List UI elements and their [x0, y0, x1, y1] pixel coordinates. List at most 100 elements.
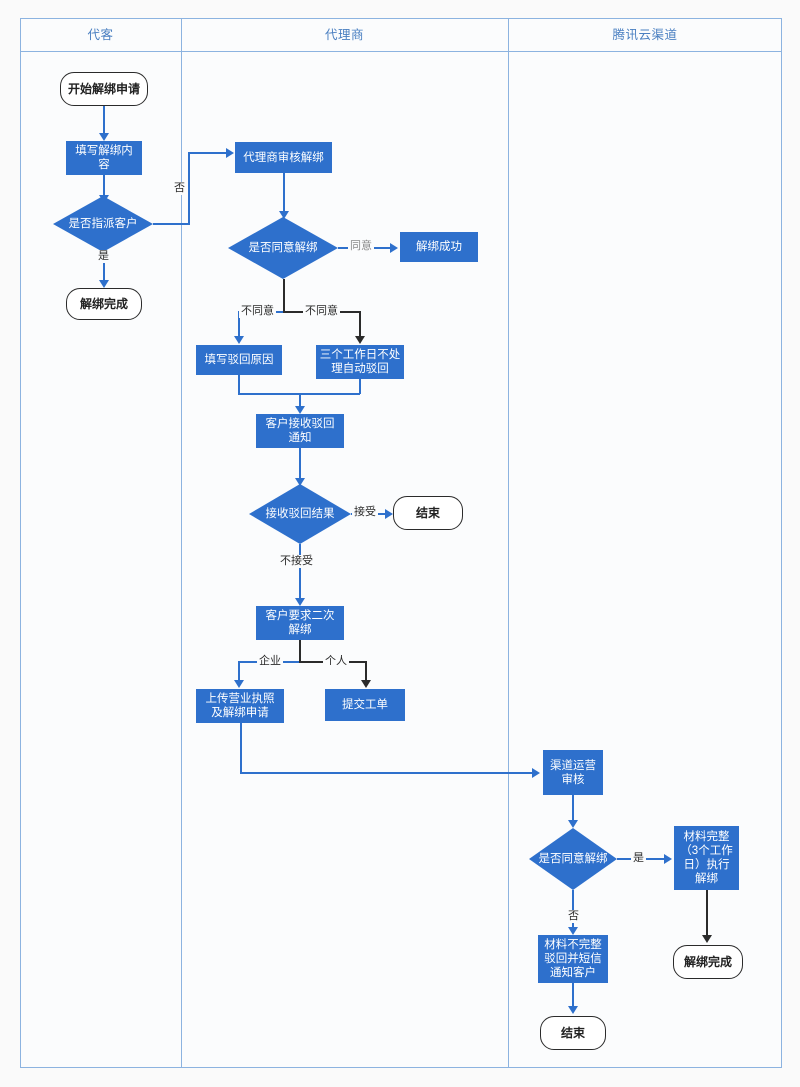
- arrow-assign-no: [226, 148, 234, 158]
- node-end-agent[interactable]: 结束: [393, 496, 463, 530]
- edge-label-disagree-left: 不同意: [239, 305, 276, 318]
- lane-divider-2: [508, 18, 509, 1068]
- edge-label-no-tencent: 否: [566, 910, 581, 923]
- arrow-individual: [361, 680, 371, 688]
- arrow-disagree-left: [234, 336, 244, 344]
- lane-title-agent: 代理商: [324, 28, 364, 42]
- node-assign-customer-label: 是否指派客户: [68, 218, 138, 230]
- node-material-complete-line3: 日）执行: [683, 859, 730, 871]
- lane-divider-1: [181, 18, 182, 1068]
- edge-disagree-right-v: [359, 311, 361, 339]
- lane-title-customer: 代客: [87, 28, 114, 42]
- arrow-assign-yes: [99, 280, 109, 288]
- arrow-incomplete-to-end: [568, 1006, 578, 1014]
- edge-not-accept: [299, 544, 301, 600]
- edge-start-to-fill: [103, 106, 105, 135]
- edge-label-disagree-right: 不同意: [303, 305, 340, 318]
- node-unbind-success[interactable]: 解绑成功: [400, 232, 478, 262]
- node-channel-review-line1: 渠道运营: [550, 759, 596, 772]
- arrow-tencent-yes: [664, 854, 672, 864]
- node-agree-unbind2-label: 是否同意解绑: [538, 853, 608, 865]
- edge-agree-no-stem: [283, 279, 285, 312]
- swimlane-frame: [20, 18, 782, 1068]
- node-auto-reject-line1: 三个工作日不处: [319, 349, 401, 361]
- node-material-incomplete-line2: 驳回并短信: [544, 953, 602, 965]
- edge-material-to-done: [706, 890, 708, 938]
- node-channel-review-line2: 审核: [561, 773, 585, 786]
- node-upload-license-line2: 及解绑申请: [211, 707, 269, 719]
- edge-disagree-left-v: [238, 311, 240, 339]
- node-material-incomplete-line3: 通知客户: [550, 967, 596, 979]
- edge-label-yes-assign: 是: [96, 250, 111, 263]
- arrow-accept: [385, 509, 393, 519]
- arrow-tencent-no: [568, 927, 578, 935]
- node-fill-reject-reason[interactable]: 填写驳回原因: [196, 345, 282, 375]
- edge-label-agree: 同意: [348, 240, 374, 253]
- node-material-incomplete[interactable]: 材料不完整 驳回并短信 通知客户: [538, 935, 608, 983]
- node-customer-notice-line1: 客户接收驳回: [265, 418, 335, 430]
- node-second-unbind-line1: 客户要求二次: [265, 610, 335, 622]
- edge-label-accept: 接受: [352, 506, 378, 519]
- node-auto-reject[interactable]: 三个工作日不处 理自动驳回: [316, 345, 404, 379]
- arrow-to-channel: [532, 768, 540, 778]
- arrow-material-to-done: [702, 935, 712, 943]
- node-reject-result-label: 接收驳回结果: [265, 508, 335, 520]
- arrow-not-accept: [295, 598, 305, 606]
- node-assign-customer[interactable]: 是否指派客户: [53, 196, 153, 252]
- node-agent-review[interactable]: 代理商审核解绑: [235, 142, 332, 173]
- node-end-tencent[interactable]: 结束: [540, 1016, 606, 1050]
- arrow-notice-to-result: [295, 478, 305, 486]
- node-unbind-done-right[interactable]: 解绑完成: [673, 945, 743, 979]
- node-channel-review[interactable]: 渠道运营 审核: [543, 750, 603, 795]
- arrow-start-to-fill: [99, 133, 109, 141]
- arrow-reject-merge: [295, 406, 305, 414]
- edge-label-no-assign: 否: [172, 182, 187, 195]
- node-agree-unbind-label: 是否同意解绑: [248, 242, 318, 254]
- node-material-complete-line2: （3个工作: [680, 845, 733, 857]
- node-customer-notice-line2: 通知: [288, 432, 312, 444]
- edge-second-stem: [299, 640, 301, 662]
- edge-to-channel-h: [240, 772, 534, 774]
- node-unbind-done-left[interactable]: 解绑完成: [66, 288, 142, 320]
- node-reject-result[interactable]: 接收驳回结果: [249, 484, 351, 544]
- edge-individual-v: [365, 661, 367, 683]
- arrow-disagree-right: [355, 336, 365, 344]
- node-material-incomplete-line1: 材料不完整: [544, 939, 602, 951]
- lane-title-tencent: 腾讯云渠道: [612, 28, 678, 42]
- node-start-apply[interactable]: 开始解绑申请: [60, 72, 148, 106]
- edge-label-yes-tencent: 是: [631, 852, 646, 865]
- edge-label-individual: 个人: [323, 655, 349, 668]
- edge-fill-to-assign: [103, 175, 105, 197]
- edge-label-not-accept: 不接受: [278, 555, 315, 568]
- edge-assign-yes: [103, 252, 105, 283]
- arrow-agree-yes: [390, 243, 398, 253]
- node-upload-license[interactable]: 上传营业执照 及解绑申请: [196, 689, 284, 723]
- node-auto-reject-line2: 理自动驳回: [331, 363, 389, 375]
- node-agree-unbind[interactable]: 是否同意解绑: [228, 217, 338, 279]
- edge-assign-no-h2: [188, 152, 227, 154]
- edge-channel-to-agree2: [572, 795, 574, 822]
- node-second-unbind-line2: 解绑: [288, 624, 312, 636]
- edge-assign-no-h1: [153, 223, 189, 225]
- node-submit-ticket[interactable]: 提交工单: [325, 689, 405, 721]
- edge-to-channel-v: [240, 723, 242, 773]
- node-fill-unbind-line2: 容: [98, 159, 110, 171]
- node-fill-unbind[interactable]: 填写解绑内 容: [66, 141, 142, 175]
- arrow-agentreview-to-agree: [279, 211, 289, 219]
- edge-reject-merge-v1: [238, 375, 240, 394]
- edge-enterprise-v: [238, 661, 240, 683]
- edge-reject-merge-down: [299, 393, 301, 409]
- edge-label-enterprise: 企业: [257, 655, 283, 668]
- edge-notice-to-result: [299, 448, 301, 480]
- node-customer-notice[interactable]: 客户接收驳回 通知: [256, 414, 344, 448]
- node-agree-unbind2[interactable]: 是否同意解绑: [529, 828, 617, 890]
- node-fill-unbind-line1: 填写解绑内: [75, 145, 133, 157]
- lane-header-rule: [20, 51, 782, 52]
- node-material-complete[interactable]: 材料完整 （3个工作 日）执行 解绑: [674, 826, 739, 890]
- node-second-unbind[interactable]: 客户要求二次 解绑: [256, 606, 344, 640]
- edge-incomplete-to-end: [572, 983, 574, 1009]
- edge-agentreview-to-agree: [283, 173, 285, 213]
- arrow-channel-to-agree2: [568, 820, 578, 828]
- node-material-complete-line4: 解绑: [695, 873, 718, 885]
